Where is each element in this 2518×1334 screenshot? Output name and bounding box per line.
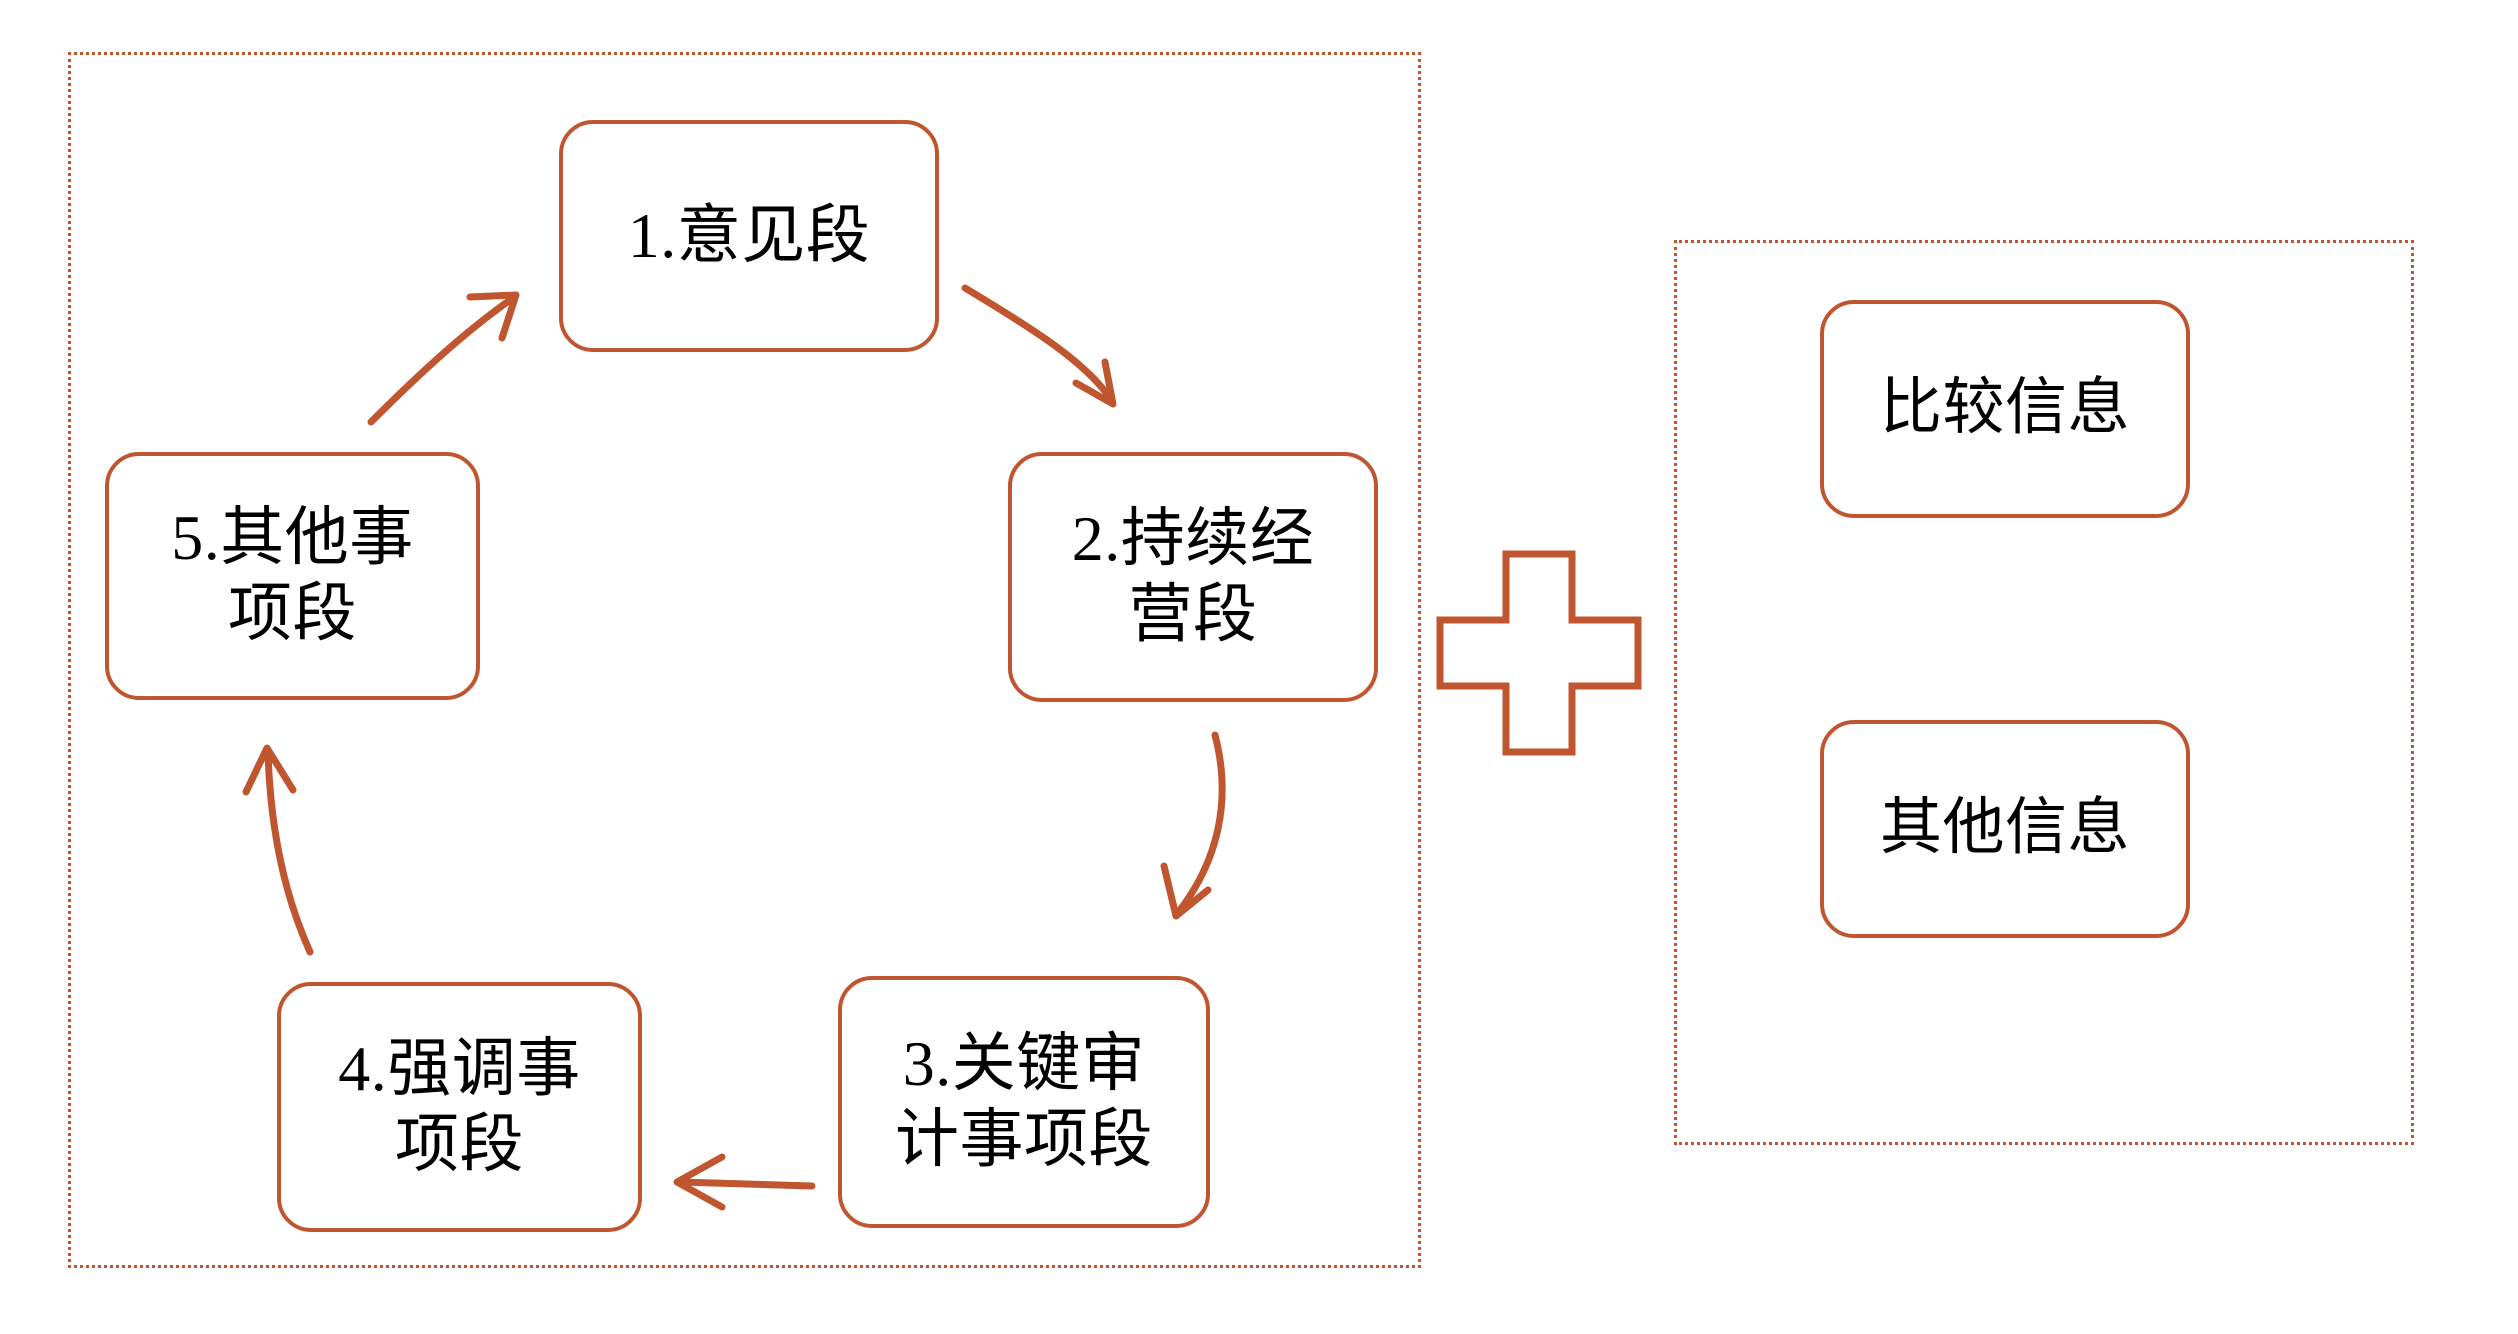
info-node-comparative-information[interactable]: 比较信息 [1820,300,2190,518]
cycle-node-1-opinion[interactable]: 1.意见段 [559,120,939,352]
info-panel [1674,240,2414,1145]
plus-icon [1434,548,1644,758]
cycle-panel [68,52,1421,1268]
cycle-node-4-emphasis-of-matter[interactable]: 4.强调事 项段 [277,982,642,1232]
cycle-node-2-going-concern[interactable]: 2.持续经 营段 [1008,452,1378,702]
info-node-other-information[interactable]: 其他信息 [1820,720,2190,938]
cycle-node-5-other-matter[interactable]: 5.其他事 项段 [105,452,480,700]
cycle-node-3-key-audit-matters[interactable]: 3.关键审 计事项段 [838,976,1210,1228]
